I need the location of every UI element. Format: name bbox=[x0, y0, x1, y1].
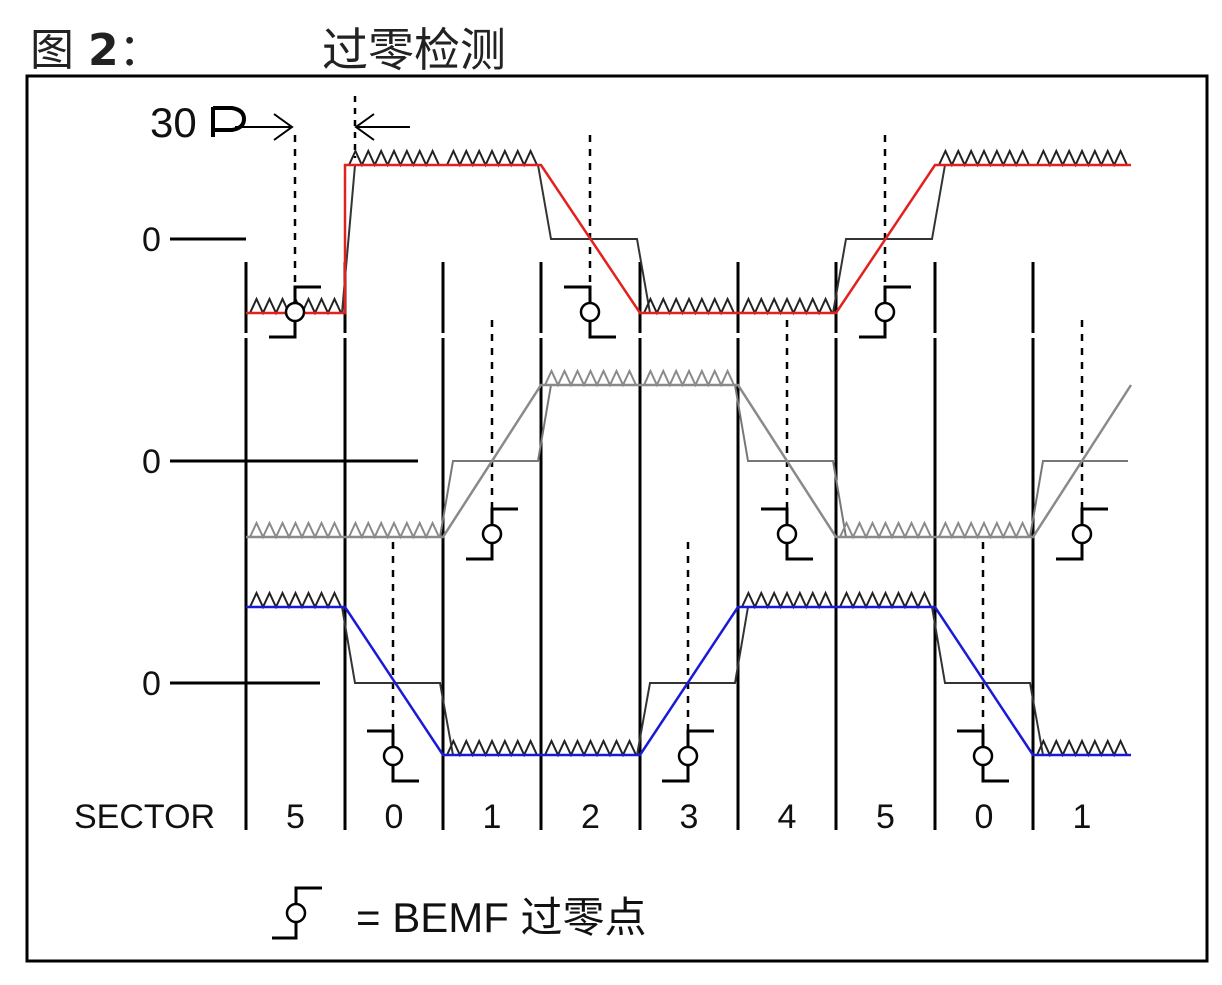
phase-shift-label: 30 bbox=[150, 99, 197, 146]
zero-crossing-legend-icon bbox=[272, 886, 322, 940]
zero-crossing-marker-icon bbox=[466, 507, 518, 561]
zero-crossing-marker-icon bbox=[1056, 507, 1108, 561]
phase-b-chopping-trace bbox=[249, 368, 1030, 540]
sector-number-label: 0 bbox=[975, 798, 994, 836]
phase-shift-degree-icon bbox=[211, 106, 247, 137]
figure-label: 图 2： bbox=[30, 25, 163, 76]
zero-level-label: 0 bbox=[142, 443, 161, 481]
sector-number-label: 2 bbox=[581, 798, 600, 836]
diagram-frame bbox=[25, 74, 1209, 963]
phase-a-chopping-trace bbox=[249, 148, 1128, 316]
phase-c-bemf-trace bbox=[246, 605, 1131, 757]
sector-number-label: 0 bbox=[385, 798, 404, 836]
sector-axis-label: SECTOR bbox=[74, 798, 215, 836]
legend-text: = BEMF 过零点 bbox=[356, 894, 647, 941]
sector-number-label: 5 bbox=[286, 798, 305, 836]
arrowhead-right-icon bbox=[273, 113, 294, 141]
figure-title: 过零检测 bbox=[322, 23, 506, 77]
zero-crossing-marker-icon bbox=[367, 729, 419, 783]
zero-crossing-marker-icon bbox=[564, 285, 616, 339]
phase-c-switching-trace bbox=[246, 606, 1128, 756]
zero-crossing-marker-icon bbox=[957, 729, 1009, 783]
phase-a-bemf-trace bbox=[246, 163, 1131, 315]
phase-c-chopping-trace bbox=[249, 590, 1128, 758]
sector-number-label: 1 bbox=[483, 798, 502, 836]
zero-crossing-marker-icon bbox=[662, 729, 714, 783]
zero-level-label: 0 bbox=[142, 665, 161, 703]
phase-a-switching-trace bbox=[246, 164, 1128, 314]
zero-crossing-marker-icon bbox=[761, 507, 813, 561]
sector-number-label: 4 bbox=[778, 798, 797, 836]
arrowhead-left-icon bbox=[354, 113, 375, 141]
zero-level-label: 0 bbox=[142, 221, 161, 259]
zero-crossing-marker-icon bbox=[269, 285, 321, 339]
sector-number-label: 5 bbox=[876, 798, 895, 836]
sector-number-label: 1 bbox=[1073, 798, 1092, 836]
phase-b-bemf-trace bbox=[246, 383, 1133, 539]
zero-crossing-marker-icon bbox=[859, 285, 911, 339]
sector-number-label: 3 bbox=[680, 798, 699, 836]
